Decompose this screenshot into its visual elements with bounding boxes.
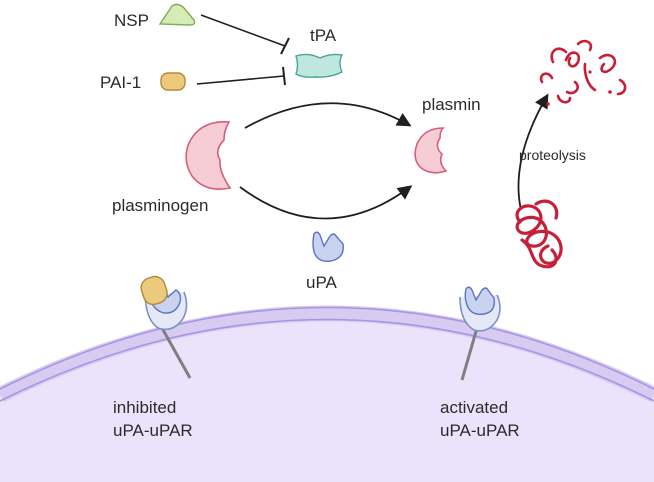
activated-complex: activated uPA-uPAR — [440, 286, 520, 440]
cytoplasm-region — [0, 313, 654, 482]
activated-upar-anchor — [460, 327, 479, 381]
membrane-outer-line — [0, 306, 654, 390]
nsp-label: NSP — [114, 11, 149, 30]
nsp-group: NSP — [114, 3, 290, 55]
tpa-group: tPA — [295, 26, 344, 78]
activated-label-line1: activated — [440, 398, 508, 417]
membrane-inner-line — [0, 318, 654, 402]
inhibited-pai1-icon — [140, 275, 168, 306]
inhibited-upar-anchor — [160, 327, 192, 379]
upa-activation-arrow — [239, 185, 413, 220]
fibrin-clot-icon — [515, 199, 563, 269]
activated-label-line2: uPA-uPAR — [440, 421, 520, 440]
fibrin-fragments-icon — [539, 39, 627, 106]
upa-icon — [312, 231, 344, 262]
activation-arrows — [239, 102, 413, 220]
inhibited-complex: inhibited uPA-uPAR — [113, 275, 193, 440]
tpa-icon — [295, 53, 344, 78]
nsp-icon — [158, 3, 196, 26]
nsp-inhibition-bar — [280, 37, 290, 55]
plasminogen-icon — [185, 121, 232, 190]
proteolysis-label: proteolysis — [519, 147, 586, 163]
pai1-label: PAI-1 — [100, 73, 141, 92]
inhibited-label-line1: inhibited — [113, 398, 176, 417]
plasmin-label: plasmin — [422, 95, 481, 114]
pai1-inhibition-line — [196, 75, 285, 85]
pai1-icon — [160, 72, 186, 91]
plasminogen-label: plasminogen — [112, 196, 208, 215]
pai1-group: PAI-1 — [100, 66, 286, 92]
proteolysis-arrow — [517, 93, 549, 211]
cell-membrane — [0, 305, 654, 482]
activated-upa-icon — [464, 286, 495, 315]
plasminogen-group: plasminogen — [112, 121, 232, 215]
membrane-bilayer — [0, 305, 654, 403]
tpa-label: tPA — [310, 26, 337, 45]
plasmin-icon — [414, 127, 448, 174]
upa-group: uPA — [306, 231, 344, 292]
inhibited-label-line2: uPA-uPAR — [113, 421, 193, 440]
plasmin-group: plasmin — [414, 95, 481, 174]
nsp-inhibition-line — [200, 14, 286, 47]
upa-label: uPA — [306, 273, 338, 292]
proteolysis-group: proteolysis — [517, 93, 586, 211]
pai1-inhibition-bar — [282, 66, 286, 86]
tpa-activation-arrow — [244, 102, 412, 129]
